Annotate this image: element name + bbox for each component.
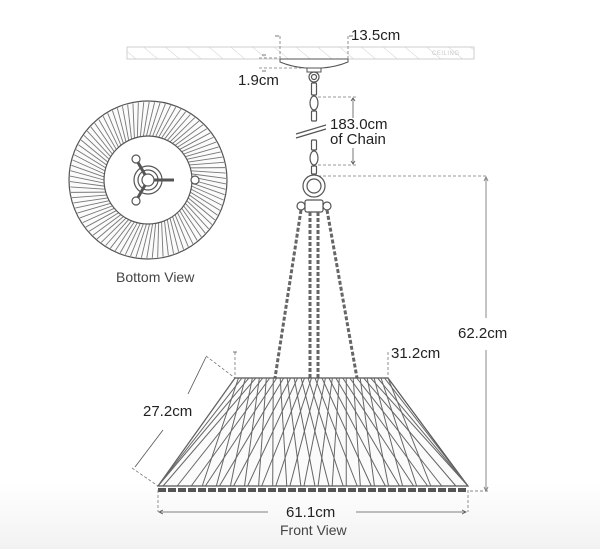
front-view-shade [158,378,468,490]
hanging-hoop [297,175,331,212]
support-chains [275,210,357,378]
canopy [280,59,348,72]
shade-slant-height-label: 27.2cm [143,404,192,419]
bottom-view-caption: Bottom View [116,270,194,284]
bottom-view-drawing [69,101,227,259]
ceiling [127,47,474,59]
ceiling-label: CEILING [432,51,460,57]
hanging-chain [296,72,326,174]
canopy-width-label: 13.5cm [351,28,400,43]
fixture-height-label: 62.2cm [458,326,507,341]
bottom-diameter-label: 61.1cm [286,505,335,520]
chain-length-label: 183.0cm [330,117,388,132]
chain-length-suffix-label: of Chain [330,132,386,147]
top-diameter-label: 31.2cm [391,346,440,361]
canopy-height-label: 1.9cm [238,73,279,88]
front-view-caption: Front View [280,523,347,537]
